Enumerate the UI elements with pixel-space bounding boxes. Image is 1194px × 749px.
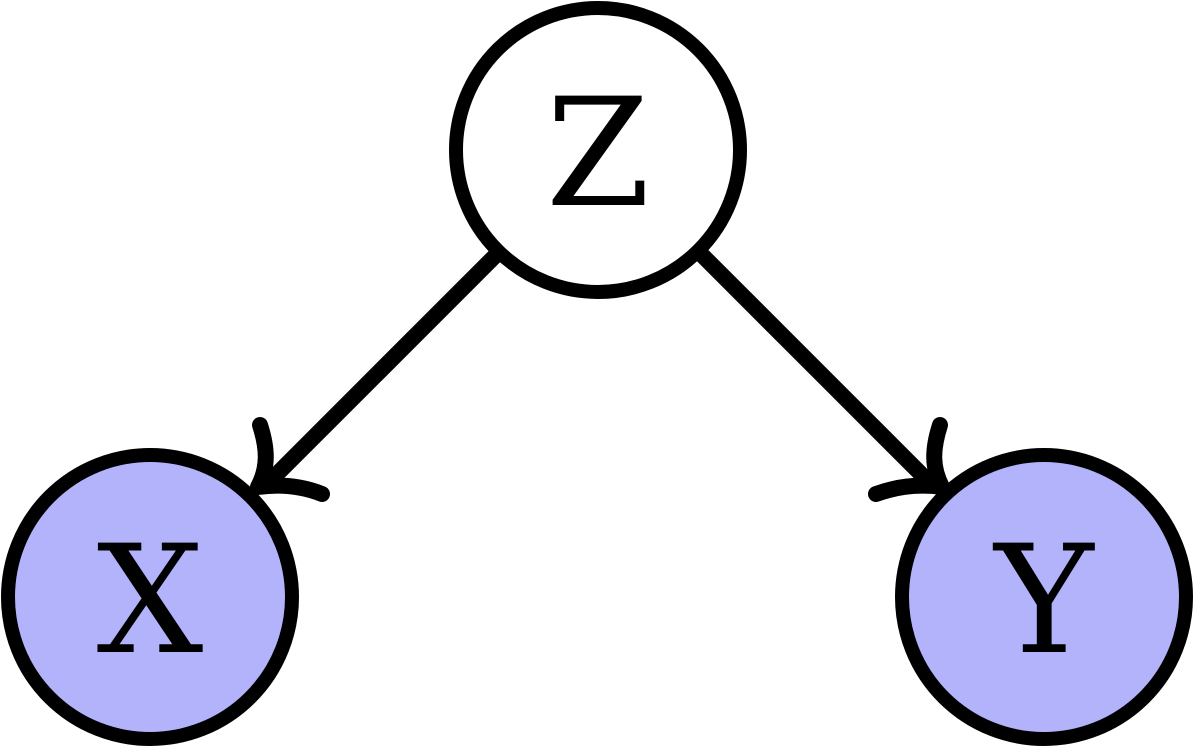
node-x-label: X bbox=[97, 514, 204, 688]
edge-z-to-x-line bbox=[264, 248, 503, 487]
node-z: Z bbox=[449, 1, 747, 299]
edge-z-to-x bbox=[250, 248, 503, 502]
node-x-circle bbox=[1, 448, 299, 746]
edge-z-to-x-arrowhead bbox=[250, 417, 330, 502]
node-x: X bbox=[1, 448, 299, 746]
edge-z-to-y-line bbox=[695, 248, 934, 487]
edge-z-to-y-arrowhead bbox=[868, 417, 950, 502]
node-y-circle bbox=[895, 448, 1193, 746]
node-y: Y bbox=[895, 448, 1193, 746]
node-z-label: Z bbox=[546, 67, 650, 241]
node-y-label: Y bbox=[992, 514, 1095, 688]
edge-z-to-y bbox=[695, 248, 950, 502]
node-z-circle bbox=[449, 1, 747, 299]
